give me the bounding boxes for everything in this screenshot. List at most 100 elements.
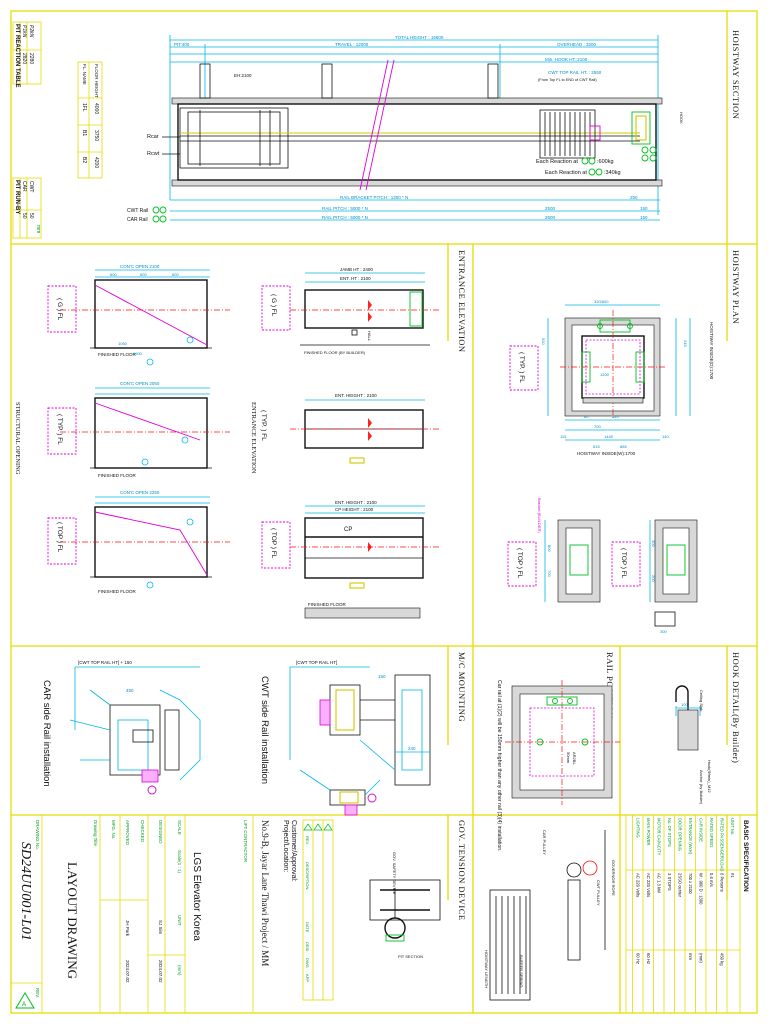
company-name: LGS Elevator Korea (191, 852, 202, 941)
rev-header-app: APP (305, 974, 310, 982)
gov-label-pit: PIT SECTION (398, 954, 423, 959)
hook-detail-title: HOOK DETAIL(By Builder) (731, 652, 741, 763)
hook-label: HOOK (679, 112, 684, 124)
hook-anchor-label: Anchor (by Builder) (699, 770, 704, 805)
hall-label-g: HALL (367, 331, 372, 342)
machine-area (539, 109, 657, 162)
rail-dim-200: 200 (651, 575, 656, 582)
spec-value: AC 1.3 kW (657, 873, 662, 893)
rcar-label: Rcar (147, 134, 159, 140)
project-value: No.9-B, Jayar Lane Thawi Project / MM (260, 820, 270, 966)
fl-label-typ: ( TYP. ) FL (56, 414, 63, 445)
spec-unit: mm (688, 953, 693, 960)
reaction-1-label: Each Reaction at (536, 159, 578, 165)
floor-name-2: B1 (81, 130, 87, 136)
pit-reaction-label-1: P1kN (21, 25, 27, 38)
floor-height-2: 3750 (93, 130, 99, 141)
floor-table-header-name: FL. NAME (82, 64, 87, 85)
plan-dim-320-600: 320/600 (594, 299, 609, 304)
hoistway-section-title: HOISTWAY SECTION (731, 30, 741, 119)
checked-label: CHECKED (140, 820, 145, 843)
rcwt-label: Rcwt (147, 151, 160, 157)
rail-position-drawing: RAIL POSITION Car rail at (1)(2) will be… (496, 652, 620, 852)
drawing-no-label: DRAWING No. (35, 820, 40, 850)
customer-label: Customer/Approval: (290, 820, 297, 882)
entrance-typ: ENT. HEIGHT : 2100 ( TYP. ) FL (260, 393, 440, 464)
pit-depth: PIT:400 (174, 42, 190, 47)
rail-detail-note: Bracket (BUILDER) (537, 498, 542, 533)
gov-tension-drawing: GOV. TENSION DEVICE GOV. SAFETY DEVICE P… (369, 820, 616, 1001)
rail-position-label-1: 50mm (566, 752, 571, 764)
structural-opening-title: STRUCTURAL OPENING (14, 402, 21, 475)
cp-label: CP (344, 527, 352, 533)
finished-floor-builder: FINISHED FLOOR (BY BUILDER) (304, 350, 366, 355)
rev-header-rev: REV. (305, 836, 310, 845)
drawing-title-label: Drawing Title (93, 820, 98, 847)
rail-bracket-details: ( TOP ) FL 800 700 Bracket (BUILDER) ( T… (507, 498, 698, 634)
entrance-elevation-drawing: ENTRANCE ELEVATION STRUCTURAL OPENING EN… (14, 250, 467, 619)
cwt-top-rail-label: [CWT TOP RAIL HT] (296, 660, 337, 665)
spec-label: No. OF STOPS (667, 818, 672, 847)
entrance-top: ENT. HEIGHT : 2100 CP HEIGHT : 2100 CP (… (261, 500, 440, 619)
entrance-g: JAMB HT : 2400 ENT. HT : 2100 FINISHED F… (261, 267, 440, 355)
scale-value: Scale(1 : 1) (177, 850, 182, 874)
plan-dim-815: 815 (593, 444, 600, 449)
hook-dim-100: 100 (681, 702, 688, 707)
entrance-height: EH:2100 (234, 73, 252, 78)
cp-height: CP HEIGHT : 2100 (335, 507, 374, 512)
rail-bracket-pitch: RAIL BRACKET PITCH : 1300 * N (340, 195, 408, 200)
hoistway-plan-drawing: HOISTWAY PLAN 320/600 1200 700 1445 115 … (509, 250, 741, 456)
pit-run-by-title: PIT RUN-BY (14, 180, 20, 214)
dim-600a: 600 (110, 272, 117, 277)
lift-contractor-label: LIFT CONTRACTOR (243, 820, 248, 863)
entrance-fl-label-typ: ( TYP. ) FL (260, 410, 267, 441)
gov-label-rope: GOVERNOR ROPE (611, 860, 616, 896)
dim-1050: 1050 (118, 341, 128, 346)
fl-label-g: ( G ) FL (56, 298, 63, 321)
pit-reaction-label-2: P2kN (28, 25, 34, 38)
plan-dim-1200: 1200 (600, 372, 610, 377)
mc-dim-150: 150 (378, 674, 386, 679)
rail-detail-fl-1: ( TOP ) FL (516, 548, 523, 579)
drawing-number: SD24UU001-L01 (18, 842, 33, 941)
dim-250: 250 (630, 195, 638, 200)
floor-table-header-height: FLOOR HEIGHT (94, 64, 99, 98)
approved-date: 2024.07.02 (125, 960, 130, 983)
structural-opening-top: CON'C OPEN 2250 FINISHED FLOOR ( TOP ) F… (47, 490, 230, 594)
cwt-top-rail-note: (From Top FL to END of CWT Rail) (538, 78, 597, 82)
dim-2500a: 2500 (545, 206, 556, 211)
rail-dim-300: 300 (651, 540, 656, 547)
spec-label: RATED PASSENGER/LOAD (720, 818, 725, 871)
floor-name-3: B2 (81, 157, 87, 163)
basic-spec-title: BASIC SPECIFICATION (742, 820, 749, 892)
rail-dim-800: 800 (547, 545, 552, 552)
plan-fl-label: ( TYP. ) FL (518, 352, 525, 383)
rev-header-description: DESCRIPTION (305, 862, 310, 889)
gov-label-hoistway: HOISTWAY LENGTH (484, 950, 489, 988)
reaction-2-label: Each Reaction at (545, 170, 587, 176)
rev-header-dwg: DWG (305, 958, 310, 968)
rail-detail-fl-2: ( TOP ) FL (620, 548, 627, 579)
spec-label: CAR INSIDE (699, 818, 704, 842)
mfg-no-label: MFG. No. (111, 820, 116, 840)
gov-tension-title: GOV. TENSION DEVICE (457, 820, 467, 921)
pit-run-by-car: CAR (21, 181, 27, 192)
dim-600c: 600 (172, 272, 179, 277)
floor-height-3: 4200 (93, 157, 99, 168)
spec-unit: 60 Hz (646, 953, 651, 964)
gov-label-car-pulley: CAR PULLEY (542, 830, 547, 855)
finished-floor-top: FINISHED FLOOR (98, 589, 137, 594)
rail-position-title: RAIL POSITION (605, 652, 615, 719)
spec-unit: 60 Hz (636, 953, 641, 964)
pit-run-by-cwt: CWT (28, 181, 34, 192)
approved-label: APPROVED (125, 820, 130, 846)
clear-opening-typ: CON'C OPEN 2050 (120, 381, 160, 386)
pit-reaction-table: PIT REACTION TABLE P1kN 2820 P2kN 2280 (12, 21, 42, 88)
hoistway-plan-title: HOISTWAY PLAN (731, 250, 741, 324)
plan-dim-240: 240 (612, 414, 619, 419)
hook-spec-label: Hook(Ф/min)_M12 (707, 760, 712, 793)
spec-label: RATED SPEED (709, 818, 714, 847)
cwt-top-rail-height: CWT TOP RAIL HT. : 2550 (548, 70, 602, 75)
floor-name-1: 1FL (81, 103, 87, 112)
